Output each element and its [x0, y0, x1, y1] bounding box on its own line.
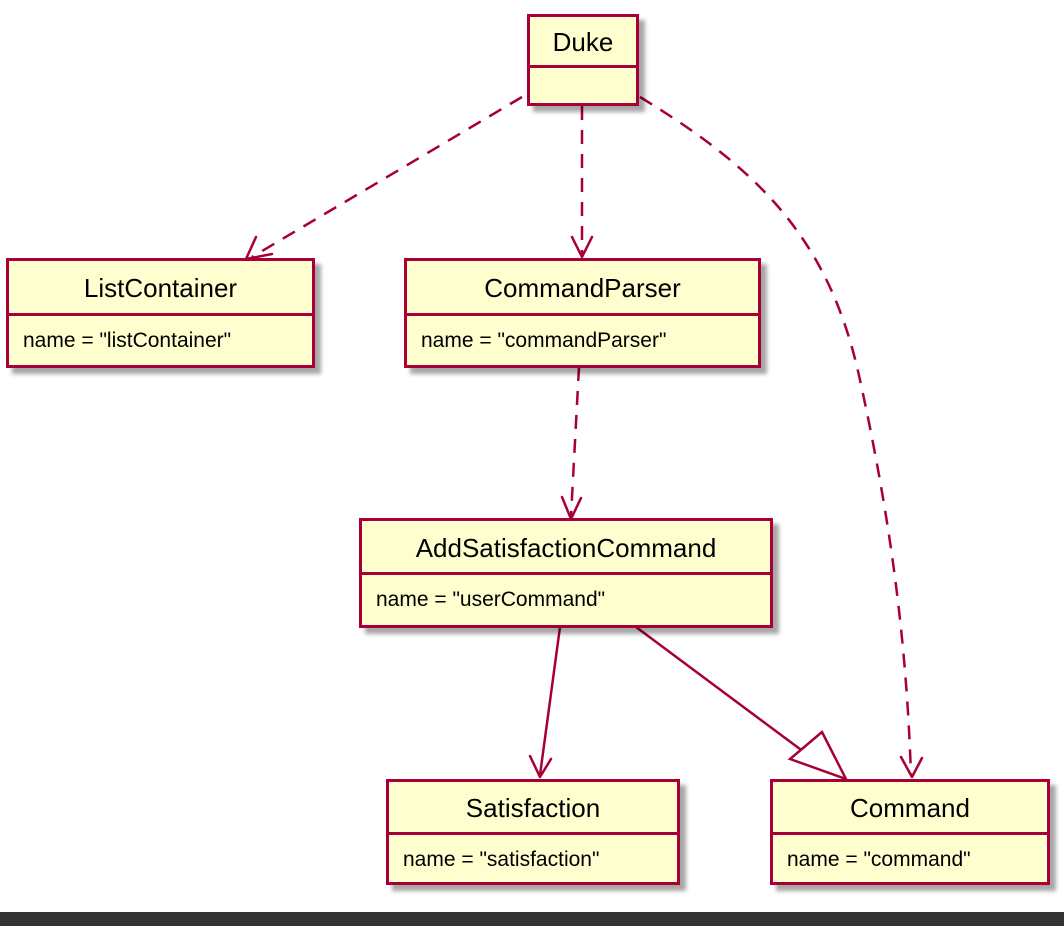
arrow-addsatisfactioncommand-to-command	[635, 625, 809, 757]
inheritance-triangle	[787, 730, 849, 782]
object-commandparser-name: CommandParser	[407, 261, 758, 316]
object-listcontainer-attribute: name = "listContainer"	[23, 329, 232, 352]
arrowhead-satisfaction	[528, 754, 553, 779]
arrow-addsatisfactioncommand-to-satisfaction	[538, 626, 562, 776]
object-commandparser-attribute: name = "commandParser"	[421, 329, 667, 352]
object-satisfaction-attribute: name = "satisfaction"	[403, 848, 600, 871]
arrow-commandparser-to-addsatisfactioncommand	[569, 366, 581, 517]
object-command-attribute: name = "command"	[787, 848, 971, 871]
object-satisfaction-name: Satisfaction	[389, 782, 677, 835]
arrowhead-command	[899, 755, 924, 779]
object-command-name: Command	[773, 782, 1047, 835]
object-addsatisfactioncommand: AddSatisfactionCommand name = "userComma…	[359, 518, 773, 628]
object-listcontainer-name: ListContainer	[9, 261, 312, 316]
object-commandparser: CommandParser name = "commandParser"	[404, 258, 761, 368]
object-addsatisfactioncommand-name: AddSatisfactionCommand	[362, 521, 770, 575]
arrowhead-commandparser	[570, 235, 594, 259]
object-addsatisfactioncommand-attribute: name = "userCommand"	[376, 588, 606, 611]
object-duke-name: Duke	[530, 17, 636, 68]
bottom-bar	[0, 912, 1064, 926]
arrow-duke-to-command	[639, 95, 913, 776]
object-listcontainer: ListContainer name = "listContainer"	[6, 258, 315, 368]
object-command: Command name = "command"	[770, 779, 1050, 885]
object-duke: Duke	[527, 14, 639, 106]
object-satisfaction: Satisfaction name = "satisfaction"	[386, 779, 680, 885]
arrow-duke-to-listcontainer	[251, 95, 523, 259]
